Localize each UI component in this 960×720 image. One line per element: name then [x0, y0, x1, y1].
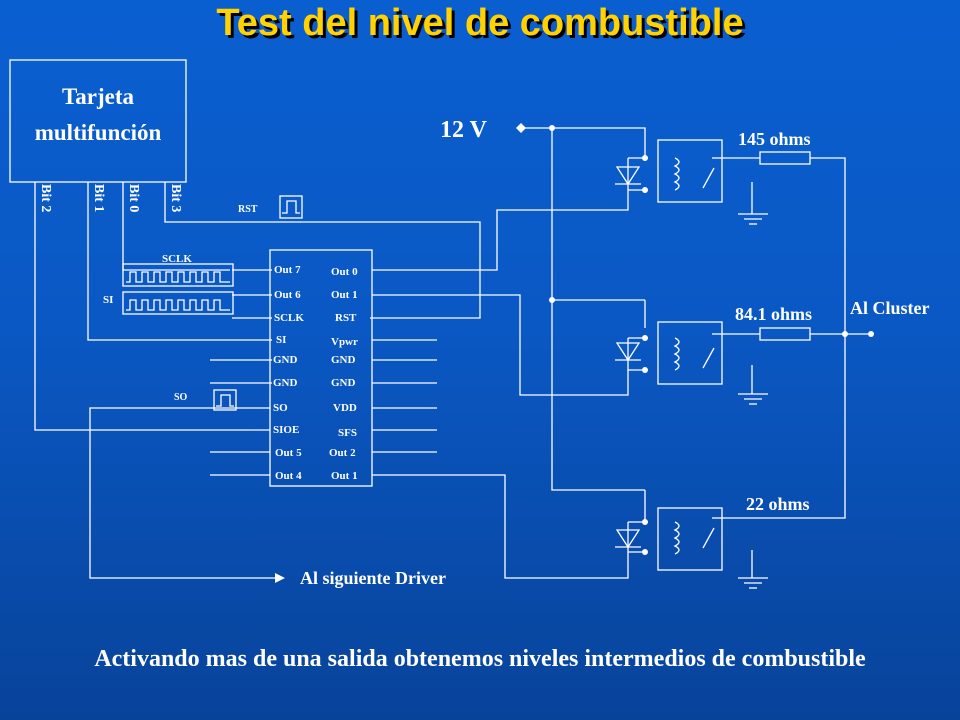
sclk-waveform	[126, 271, 230, 283]
chip-pin-left: Out 4	[275, 470, 302, 482]
rst-label: RST	[238, 204, 258, 215]
si-label: SI	[103, 294, 113, 306]
chip-pin-right: Out 1	[331, 470, 358, 482]
bit2-label: Bit 2	[38, 184, 53, 212]
sclk-waveform-box	[122, 263, 234, 287]
out1-wire	[372, 294, 629, 396]
chip-pin-right: Out 0	[331, 266, 358, 278]
bit3-label: Bit 3	[168, 184, 183, 212]
supply-bus	[551, 128, 645, 491]
supply-label: 12 V	[440, 117, 488, 143]
bit2-wire	[34, 182, 270, 431]
chip-pin-left: SO	[273, 402, 288, 414]
chip-pin-left: SCLK	[274, 312, 304, 324]
slide-title: Test del nivel de combustible	[216, 2, 744, 44]
r145-to-cluster	[810, 157, 846, 334]
supply-relay1	[552, 127, 646, 158]
bit3-rst-wire	[164, 182, 481, 319]
chip-pin-left: SIOE	[273, 424, 299, 436]
resistor-145-label: 145 ohms	[738, 129, 811, 149]
arrow-right-icon	[275, 573, 285, 583]
multifunction-card-box	[9, 59, 187, 183]
relay-3	[615, 334, 846, 589]
chip-pin-left: GND	[273, 354, 298, 366]
so-wire	[89, 407, 275, 579]
si-waveform-box	[122, 291, 234, 315]
chip-left-pins: Out 7 Out 6 SCLK SI GND GND SO SIOE Out …	[273, 264, 304, 482]
chip-pin-left: SI	[276, 334, 286, 346]
chip-right-pins: Out 0 Out 1 RST Vpwr GND GND VDD SFS Out…	[329, 266, 358, 482]
bit1-label: Bit 1	[91, 184, 106, 212]
chip-pin-right: Out 2	[329, 447, 356, 459]
si-waveform	[126, 299, 230, 311]
chip-pin-right: GND	[331, 377, 356, 389]
cluster-label: Al Cluster	[850, 298, 930, 318]
chip-pin-left: GND	[273, 377, 298, 389]
card-title-line2: multifunción	[35, 120, 162, 145]
chip-pin-left: Out 7	[274, 264, 301, 276]
chip-pin-right: RST	[335, 312, 357, 324]
relay-2	[615, 321, 768, 405]
resistor-84	[759, 327, 811, 341]
chip-pin-right: GND	[331, 354, 356, 366]
bit1-wire	[87, 182, 272, 341]
resistor-84-label: 84.1 ohms	[735, 304, 812, 324]
out0-wire	[372, 190, 629, 271]
chip-pin-left: Out 6	[274, 289, 301, 301]
so-pulse	[216, 394, 234, 407]
chip-pin-right: SFS	[338, 427, 357, 439]
rst-pulse	[282, 200, 300, 214]
so-pulse-box	[213, 389, 237, 411]
footer-note: Activando mas de una salida obtenemos ni…	[94, 646, 866, 672]
out1b-wire	[372, 474, 629, 579]
card-title-line1: Tarjeta	[62, 84, 134, 109]
bit0-label: Bit 0	[126, 184, 141, 212]
chip-pin-right: Out 1	[331, 289, 358, 301]
driver-chip	[269, 249, 373, 487]
rst-pulse-box	[279, 195, 303, 219]
chip-pin-left: Out 5	[275, 447, 302, 459]
resistor-145	[759, 151, 811, 165]
chip-pin-right: VDD	[333, 402, 357, 414]
sclk-label: SCLK	[162, 253, 192, 265]
chip-pin-right: Vpwr	[331, 336, 358, 348]
resistor-22-label: 22 ohms	[746, 494, 810, 514]
so-label: SO	[174, 392, 188, 403]
next-driver-label: Al siguiente Driver	[300, 568, 446, 588]
supply-terminal-icon	[516, 123, 526, 133]
relay-1	[615, 139, 768, 225]
